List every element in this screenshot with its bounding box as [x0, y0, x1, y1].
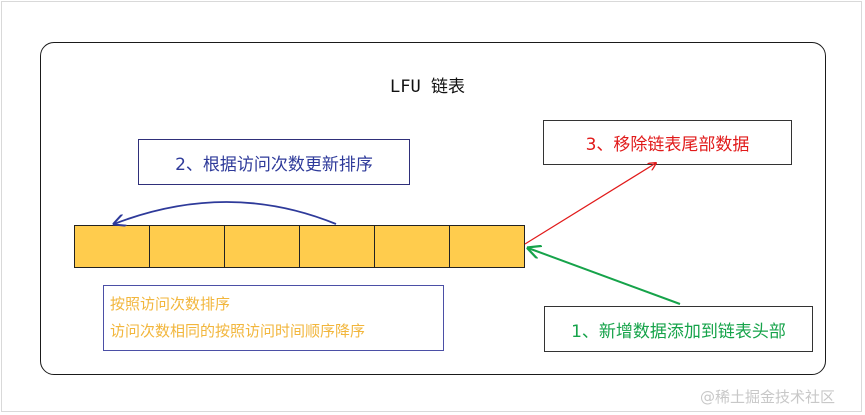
- list-node: [150, 226, 225, 267]
- remove-step-box: 3、移除链表尾部数据: [543, 120, 792, 165]
- sort-step-box: 2、根据访问次数更新排序: [138, 139, 410, 185]
- linked-list: [74, 225, 525, 268]
- diagram-title: LFU 链表: [390, 77, 465, 97]
- reorder-arrow: [114, 201, 337, 224]
- list-node: [300, 226, 375, 267]
- remove-step-label: 3、移除链表尾部数据: [585, 135, 750, 155]
- list-node: [225, 226, 300, 267]
- watermark: @稀土掘金技术社区: [700, 388, 836, 406]
- sort-rule-line-1: 按照访问次数排序: [110, 295, 231, 313]
- sort-rule-box: 按照访问次数排序 访问次数相同的按照访问时间顺序降序: [103, 285, 444, 351]
- list-node: [375, 226, 450, 267]
- add-step-label: 1、新增数据添加到链表头部: [571, 321, 786, 342]
- add-arrow: [528, 248, 681, 305]
- list-node: [450, 226, 524, 267]
- sort-rule-line-2: 访问次数相同的按照访问时间顺序降序: [110, 322, 366, 340]
- list-node: [75, 226, 150, 267]
- sort-step-label: 2、根据访问次数更新排序: [175, 154, 373, 175]
- remove-arrow: [524, 163, 656, 245]
- lfu-container: [40, 42, 826, 375]
- add-step-box: 1、新增数据添加到链表头部: [544, 306, 813, 352]
